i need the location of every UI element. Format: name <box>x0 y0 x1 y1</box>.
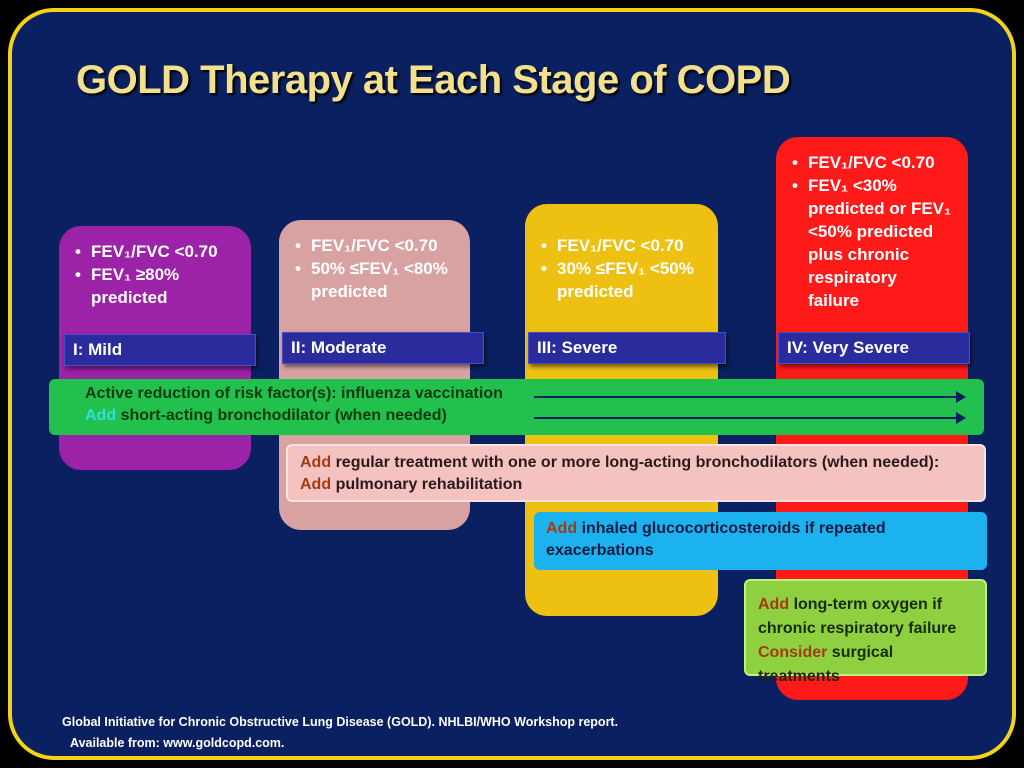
slide: GOLD Therapy at Each Stage of COPD FEV₁/… <box>8 8 1016 760</box>
surgery-text: surgical treatments <box>758 644 894 685</box>
consider-label: Consider <box>758 644 828 661</box>
rehab-text: pulmonary rehabilitation <box>335 476 523 493</box>
therapy-pink-bar: Add regular treatment with one or more l… <box>286 444 986 502</box>
criterion: FEV₁ <30% predicted or FEV₁ <50% predict… <box>792 174 952 312</box>
add-label: Add <box>546 520 578 537</box>
criterion: FEV₁/FVC <0.70 <box>792 151 952 174</box>
criterion: FEV₁ ≥80% predicted <box>75 263 235 309</box>
criterion: 30% ≤FEV₁ <50% predicted <box>541 257 702 303</box>
criterion: FEV₁/FVC <0.70 <box>295 234 454 257</box>
ics-text: inhaled glucocorticosteroids if repeated… <box>546 520 886 559</box>
stage-2-label: II: Moderate <box>282 332 484 364</box>
long-acting-text: regular treatment with one or more long-… <box>335 454 940 471</box>
add-label: Add <box>758 596 790 613</box>
criterion: FEV₁/FVC <0.70 <box>75 240 235 263</box>
oxygen-text: long-term oxygen if chronic respiratory … <box>758 596 957 637</box>
therapy-cyan-bar: Add inhaled glucocorticosteroids if repe… <box>534 512 987 570</box>
criterion: FEV₁/FVC <0.70 <box>541 234 702 257</box>
criterion: 50% ≤FEV₁ <80% predicted <box>295 257 454 303</box>
add-label: Add <box>300 454 332 471</box>
stage-1-label: I: Mild <box>64 334 256 366</box>
therapy-lime-box: Add long-term oxygen if chronic respirat… <box>744 579 987 685</box>
arrow-icon <box>534 412 966 424</box>
add-label: Add <box>85 407 117 424</box>
stage-4-label: IV: Very Severe <box>778 332 970 364</box>
therapy-green-bar: Active reduction of risk factor(s): infl… <box>49 379 984 435</box>
add-label: Add <box>300 476 332 493</box>
footnote-line-2: Available from: www.goldcopd.com. <box>70 736 285 750</box>
short-acting-text: short-acting bronchodilator (when needed… <box>120 407 447 424</box>
risk-reduction-text: Active reduction of risk factor(s): infl… <box>85 385 503 402</box>
stage-3-label: III: Severe <box>528 332 726 364</box>
arrow-icon <box>534 391 966 403</box>
slide-title: GOLD Therapy at Each Stage of COPD <box>76 58 791 102</box>
footnote-line-1: Global Initiative for Chronic Obstructiv… <box>62 715 619 729</box>
